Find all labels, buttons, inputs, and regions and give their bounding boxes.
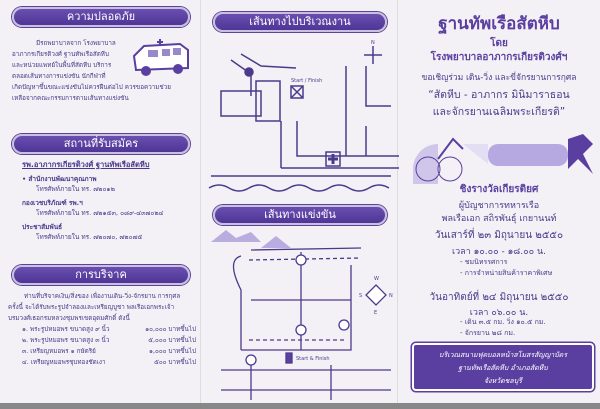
cyclist-runner-graphic <box>413 134 593 184</box>
route-map: Start / Finish N <box>208 40 399 192</box>
start-finish-label: Start / Finish <box>291 78 322 84</box>
venue-box: บริเวณสนามฟุตบอลหน้าสโมสรสัญญาบัตร ฐานทั… <box>412 343 594 391</box>
compass-w: W <box>374 276 379 282</box>
compass-e: E <box>374 310 377 316</box>
safety-line: เกิดปัญหาขึ้นขณะแข่งขันไม่ควรฝืนต่อไป คว… <box>12 84 171 91</box>
cover-org: โรงพยาบาลอาภากรเกียรติวงศ์ฯ <box>430 52 568 63</box>
cover-commander-name: พลเรือเอก สถิรพันธุ์ เกยานนท์ <box>441 214 557 224</box>
reg-item-phone: โทรศัพท์ภายใน ทร. ๗๒๑๕๓, ๐๘๙-๔๓๗๐๒๔ <box>36 209 164 217</box>
donation-amount: ๑,๐๐๐ บาทขึ้นไป <box>149 348 196 355</box>
compass-n: N <box>389 293 393 299</box>
compass-s: S <box>359 293 362 299</box>
reg-item-phone: โทรศัพท์ภายใน ทร. ๗๒๐๗๐, ๗๒๐๗๕ <box>36 233 143 241</box>
safety-header: ความปลอดภัย <box>12 7 190 27</box>
donation-item: ๔. เหรียญหมอพรชุบทองชัดเงา <box>22 359 106 366</box>
venue-line: จังหวัดชลบุรี <box>484 377 522 385</box>
race-map-header: เส้นทางแข่งขัน <box>213 205 387 225</box>
venue-line: ฐานทัพเรือสัตหีบ อำเภอสัตหีบ <box>458 364 548 372</box>
race-map: Start & Finish W S N E <box>211 230 393 400</box>
safety-line: มีรถพยาบาลจาก โรงพยาบาล <box>36 40 116 47</box>
donation-amount: ๕,๐๐๐ บาทขึ้นไป <box>148 337 196 344</box>
reg-item-name: กองเวชบริภัณฑ์ รพ.ฯ <box>22 198 83 207</box>
safety-line: และหน่วยแพทย์ในพื้นที่สัตหีบ บริการ <box>12 62 112 69</box>
day1-item: - ชมนิทรรศการ <box>460 258 508 266</box>
scan-edge <box>0 403 600 409</box>
day1-date: วันเสาร์ที่ ๒๓ มิถุนายน ๒๕๕๐ <box>434 230 564 241</box>
donation-intro: ครั้งนี้ จะได้รับพระรูปจำลองและเหรียญบูช… <box>8 304 175 311</box>
donation-amount: ๑๐,๐๐๐ บาทขึ้นไป <box>145 326 196 333</box>
start-finish-label: Start & Finish <box>296 356 330 362</box>
safety-line: เหลือจากคณะกรรมการตามเส้นทางแข่งขัน <box>12 95 129 102</box>
venue-line: บริเวณสนามฟุตบอลหน้าสโมสรสัญญาบัตร <box>439 351 567 359</box>
donation-amount: ๕๐๐ บาทขึ้นไป <box>154 359 196 366</box>
cover-event2: และจักรยานเฉลิมพระเกียรติ” <box>432 106 566 118</box>
donation-intro: ท่านที่บริจาคเงิน/สิ่งของ เพื่องานเดิน-ว… <box>24 293 181 300</box>
cover-title: ฐานทัพเรือสัตหีบ <box>438 14 560 34</box>
donation-item: ๒. พระรูปหมอพร ขนาดสูง ๓ นิ้ว <box>22 337 110 344</box>
registration-header: สถานที่รับสมัคร <box>12 134 190 154</box>
donation-item: ๑. พระรูปหมอพร ขนาดสูง ๙ นิ้ว <box>22 326 110 333</box>
cover-prize: ชิงรางวัลเกียรติยศ <box>459 184 539 195</box>
route-map-header: เส้นทางไปบริเวณงาน <box>213 12 387 32</box>
cover-by: โดย <box>490 38 508 49</box>
ambulance-icon <box>132 39 189 76</box>
day1-time: เวลา ๑๐.๐๐ - ๑๘.๐๐ น. <box>452 247 546 257</box>
reg-item-name: • สำนักงานพัฒนาคุณภาพ <box>22 174 97 183</box>
safety-line: ตลอดเส้นทางการแข่งขัน นักกีฬาที่ <box>12 73 106 80</box>
reg-item-phone: โทรศัพท์ภายใน ทร. ๗๒๐๑๒ <box>36 185 115 193</box>
donation-header: การบริจาค <box>12 265 190 285</box>
day2-item: - เดิน ๓.๕ กม. วิ่ง ๑๐.๕ กม. <box>460 318 546 326</box>
cover-panel: ฐานทัพเรือสัตหีบ โดย โรงพยาบาลอาภากรเกีย… <box>398 0 600 409</box>
donation-intro: บรมวงศ์เธอกรมหลวงชุมพรเขตอุดมศักดิ์ ดังน… <box>8 315 130 322</box>
day1-item: - การจำหน่ายสินค้าราคาพิเศษ <box>460 268 553 277</box>
cover-commander: ผู้บัญชาการทหารเรือ <box>458 201 540 211</box>
middle-panel: เส้นทางไปบริเวณงาน Start / Finish N เส้น… <box>200 0 399 409</box>
day2-date: วันอาทิตย์ที่ ๒๔ มิถุนายน ๒๕๕๐ <box>429 292 569 303</box>
day2-item: - จักรยาน ๒๘ กม. <box>460 328 516 337</box>
hospital-name: รพ.อาภากรเกียรติวงศ์ ฐานทัพเรือสัตหีบ <box>22 160 150 169</box>
cover-invite: ขอเชิญร่วม เดิน-วิ่ง และขี่จักรยานการกุศ… <box>421 73 577 83</box>
compass-n: N <box>371 40 375 46</box>
safety-line: อาภากรเกียรติวงศ์ ฐานทัพเรือสัตหีบ <box>12 51 109 58</box>
donation-item: ๓. เหรียญหมอพร ๑ กษัตริย์ <box>22 348 96 355</box>
day2-time: เวลา ๐๖.๐๐ น. <box>469 308 529 318</box>
reg-item-name: ประชาสัมพันธ์ <box>22 222 63 231</box>
left-panel: ความปลอดภัย มีรถพยาบาลจาก โรงพยาบาล อาภา… <box>0 0 200 409</box>
cover-event1: “สัตหีบ - อาภากร มินิมาราธอน <box>428 89 570 101</box>
